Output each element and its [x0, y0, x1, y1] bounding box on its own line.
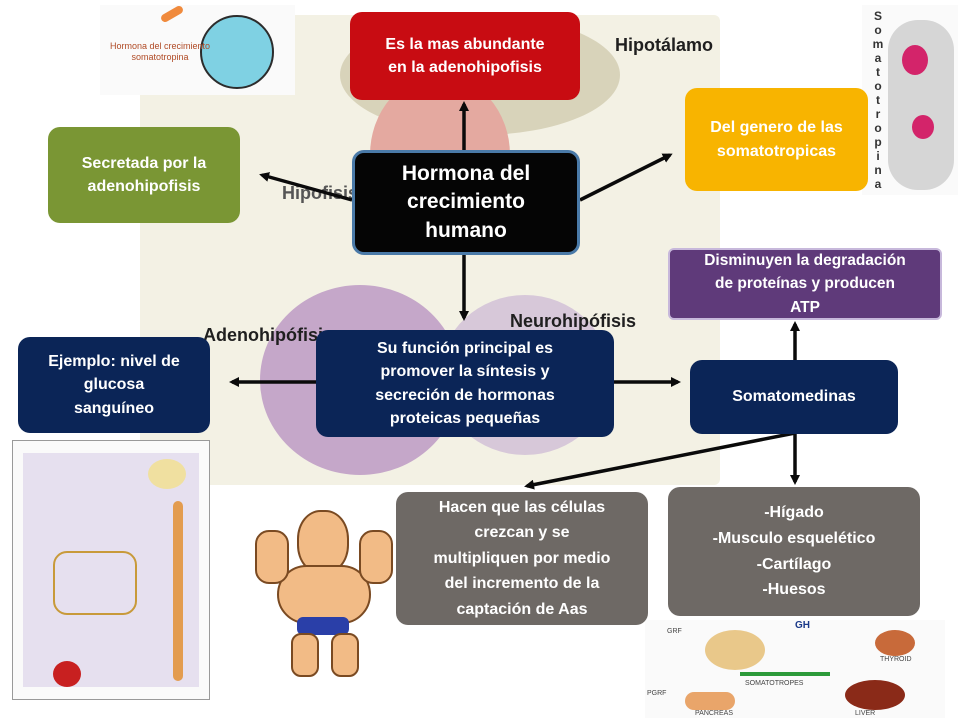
liver-box [53, 551, 137, 615]
left-leg-shape [291, 633, 319, 677]
vertical-letter: S [873, 9, 882, 23]
vertical-letter: m [872, 37, 884, 51]
vertical-letter: o [874, 23, 882, 37]
vertical-letter: o [874, 79, 882, 93]
thyroid-icon [875, 630, 915, 656]
node-abundante: Es la mas abundante en la adenohipofisis [350, 12, 580, 100]
pathway-line [740, 672, 830, 676]
adenohipofisis-label: Adenohipófisis [203, 325, 333, 345]
somatotropes-label: SOMATOTROPES [745, 680, 804, 687]
liver-icon [845, 680, 905, 710]
liver-label: LIVER [855, 710, 876, 717]
pancreas-label: PANCREAS [695, 710, 733, 717]
vertical-letter: t [876, 65, 880, 79]
vertical-letter: t [876, 93, 880, 107]
adrenal-icon [53, 661, 81, 687]
bone-icon [159, 4, 185, 24]
node-somatomedinas: Somatomedinas [690, 360, 898, 434]
gh-label: GH [795, 620, 810, 631]
node-funcion: Su función principal es promover la sínt… [316, 330, 614, 437]
protein-blob [888, 20, 954, 190]
central-topic: Hormona del crecimiento humano [352, 150, 580, 255]
hipotalamo-label: Hipotálamo [615, 35, 714, 55]
grf-label: GRF [667, 628, 682, 635]
pituitary-icon [705, 630, 765, 670]
node-disminuyen: Disminuyen la degradación de proteínas y… [668, 248, 942, 320]
shorts-shape [297, 617, 349, 635]
thyroid-label: THYROID [880, 656, 912, 663]
brain-icon [148, 459, 186, 489]
vertical-letter: r [875, 107, 881, 121]
node-ejemplo: Ejemplo: nivel de glucosa sanguíneo [18, 337, 210, 433]
pancreas-icon [685, 692, 735, 710]
vertical-letter: a [874, 51, 882, 65]
cortisol-path [173, 501, 183, 681]
hormone-image: Hormona del crecimiento somatotropina [100, 4, 295, 95]
left-arm-shape [255, 530, 289, 584]
protein-highlight-2 [912, 115, 934, 139]
vertical-letter: i [876, 149, 880, 163]
right-leg-shape [331, 633, 359, 677]
right-arm-shape [359, 530, 393, 584]
head-shape [297, 510, 349, 574]
glucose-regulation-diagram [12, 440, 210, 700]
node-organos: -Hígado -Musculo esquelético -Cartílago … [668, 487, 920, 616]
node-genero: Del genero de las somatotropicas [685, 88, 868, 191]
gh-pathway-diagram: GH THYROID SOMATOTROPES PANCREAS LIVER P… [645, 620, 945, 718]
neurohipofisis-label: Neurohipófisis [510, 311, 637, 331]
vertical-letter: p [874, 135, 882, 149]
vertical-letter: a [874, 177, 882, 191]
hipofisis-label: Hipofisis [282, 183, 359, 203]
pgrf-label: PGRF [647, 690, 667, 697]
hormone-caption: Hormona del crecimiento somatotropina [109, 41, 211, 62]
cartoon-strongman [255, 505, 393, 677]
node-hacen: Hacen que las células crezcan y se multi… [396, 492, 648, 625]
torso-shape [277, 565, 371, 624]
gland-drawing [200, 15, 274, 89]
vertical-letter: n [874, 163, 882, 177]
vertical-letter: o [874, 121, 882, 135]
diagram-panel [23, 453, 199, 687]
node-secretada: Secretada por la adenohipofisis [48, 127, 240, 223]
protein-highlight [902, 45, 928, 75]
